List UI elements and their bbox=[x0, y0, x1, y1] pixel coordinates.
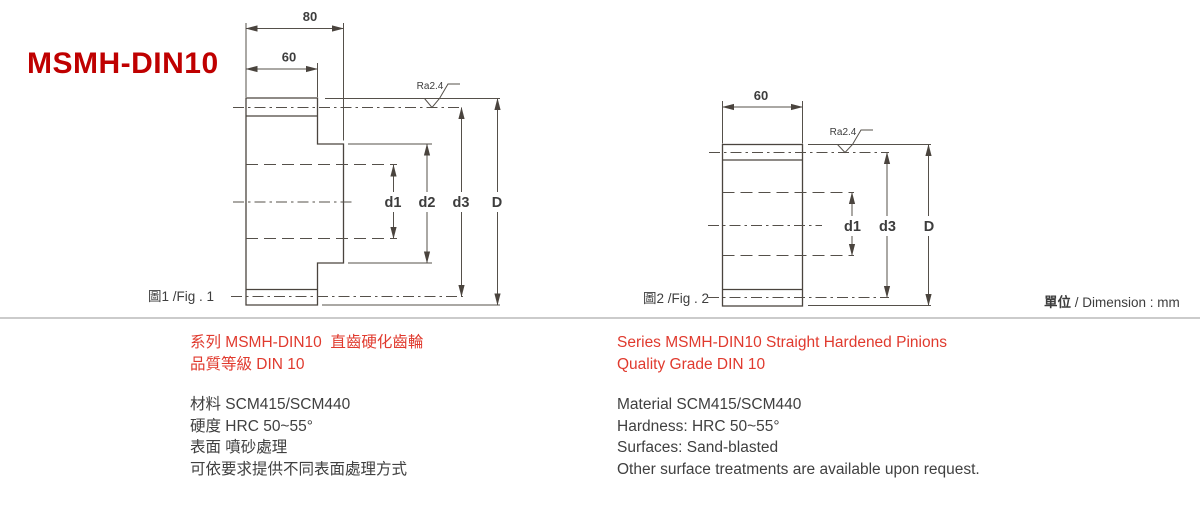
series-name-zh: 系列 MSMH-DIN10 直齒硬化齒輪 bbox=[190, 334, 424, 351]
specs-english: Series MSMH-DIN10 Straight Hardened Pini… bbox=[617, 332, 980, 480]
fig2-center-lines bbox=[708, 152, 889, 298]
quality-grade-zh: 品質等級 DIN 10 bbox=[190, 355, 305, 373]
fig1-dim-60: 60 bbox=[282, 50, 296, 65]
fig1-roughness-symbol bbox=[424, 83, 460, 109]
separator-line bbox=[0, 317, 1200, 319]
fig2-caption: 圖2 /Fig . 2 bbox=[643, 291, 709, 306]
surface-zh: 表面 噴砂處理 bbox=[190, 439, 288, 456]
specs-chinese: 系列 MSMH-DIN10 直齒硬化齒輪 品質等級 DIN 10 材料 SCM4… bbox=[190, 332, 423, 480]
fig1-dim-80: 80 bbox=[303, 9, 317, 24]
specs-english-heading: Series MSMH-DIN10 Straight Hardened Pini… bbox=[617, 332, 980, 375]
fig1-roughness-label: Ra2.4 bbox=[417, 81, 444, 92]
fig1-label-d2: d2 bbox=[419, 195, 436, 211]
fig2-roughness-label: Ra2.4 bbox=[830, 127, 857, 138]
fig1-label-d3: d3 bbox=[453, 195, 470, 211]
fig1-center-lines bbox=[231, 107, 463, 297]
material-zh: 材料 SCM415/SCM440 bbox=[190, 396, 351, 413]
unit-label: 單位 / Dimension : mm bbox=[1044, 291, 1180, 311]
fig1-caption: 圖1 /Fig . 1 bbox=[148, 289, 214, 304]
fig2-label-d1: d1 bbox=[844, 219, 861, 235]
fig1-drawing: 80 60 Ra2.4 d1 d2 d3 D 圖1 /Fig . 1 bbox=[148, 9, 502, 306]
fig2-bore-lines bbox=[722, 192, 854, 256]
specs-chinese-heading: 系列 MSMH-DIN10 直齒硬化齒輪 品質等級 DIN 10 bbox=[190, 332, 423, 375]
quality-grade-en: Quality Grade DIN 10 bbox=[617, 355, 766, 373]
page-title: MSMH-DIN10 bbox=[27, 47, 219, 80]
hardness-zh: 硬度 HRC 50~55° bbox=[190, 417, 313, 435]
fig1-gear-profile bbox=[245, 97, 345, 306]
surface-note-zh: 可依要求提供不同表面處理方式 bbox=[190, 460, 408, 478]
fig1-label-D: D bbox=[492, 195, 502, 211]
unit-label-zh: 單位 bbox=[1044, 295, 1071, 310]
fig2-dim-60: 60 bbox=[754, 88, 768, 103]
surface-note-en: Other surface treatments are available u… bbox=[617, 460, 980, 478]
material-en: Material SCM415/SCM440 bbox=[617, 396, 802, 413]
series-name-en: Series MSMH-DIN10 Straight Hardened Pini… bbox=[617, 334, 947, 351]
unit-label-rest: / Dimension : mm bbox=[1071, 295, 1180, 310]
surface-en: Surfaces: Sand-blasted bbox=[617, 439, 779, 456]
fig1-dimension-lines bbox=[245, 25, 501, 306]
fig2-label-D: D bbox=[924, 219, 934, 235]
technical-drawings: 80 60 Ra2.4 d1 d2 d3 D 圖1 /Fig . 1 bbox=[148, 9, 934, 307]
fig2-drawing: 60 Ra2.4 d1 d3 D 圖2 /Fig . 2 bbox=[643, 88, 934, 307]
fig2-label-d3: d3 bbox=[879, 219, 896, 235]
fig2-roughness-symbol bbox=[837, 129, 873, 154]
fig2-extension-lines bbox=[722, 101, 931, 306]
fig1-label-d1: d1 bbox=[385, 195, 402, 211]
hardness-en: Hardness: HRC 50~55° bbox=[617, 417, 780, 435]
fig2-dimension-lines bbox=[722, 103, 932, 306]
fig1-bore-lines bbox=[246, 164, 397, 239]
